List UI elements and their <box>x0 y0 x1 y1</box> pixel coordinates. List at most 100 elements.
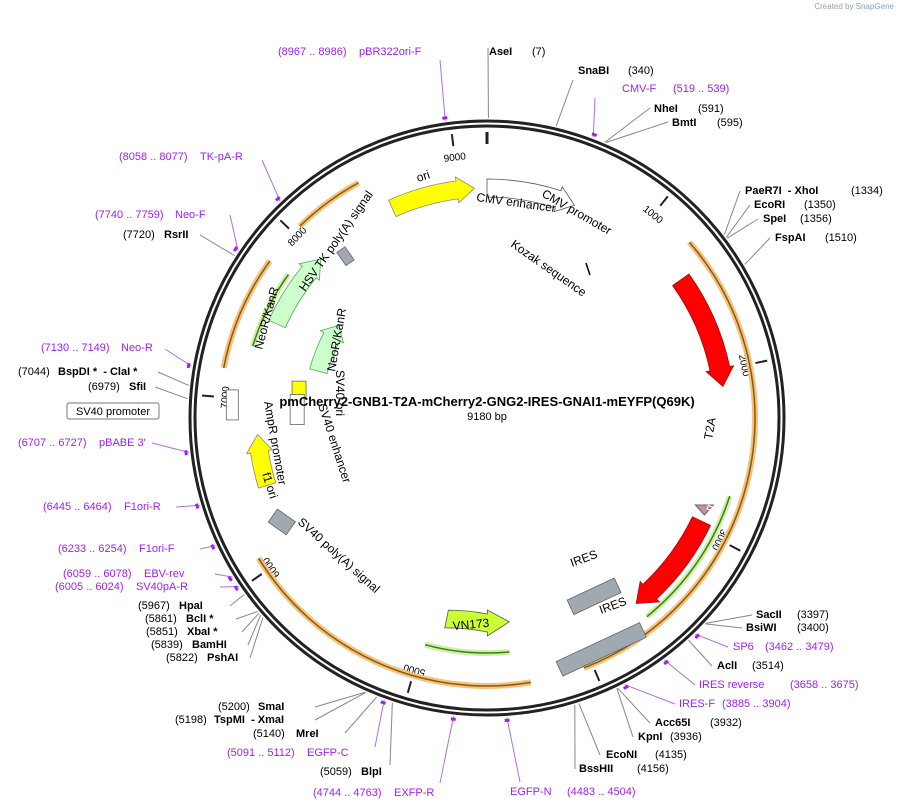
feature-neor-a <box>268 258 322 329</box>
site-leader <box>604 107 651 143</box>
site-egfp-n: EGFP-N <box>510 786 552 798</box>
site-pbabe-pos: (6707 .. 6727) <box>18 437 87 449</box>
feature-label-t2a: T2A <box>701 416 719 440</box>
feature-sv40-polya <box>267 508 296 536</box>
credit-brand: SnapGene <box>855 2 894 11</box>
site-neo-r-pos: (7130 .. 7149) <box>41 342 110 354</box>
site-paer7i-pos: (1334) <box>851 185 883 197</box>
site-blpi: BlpI <box>361 766 382 778</box>
site-ires-f: IRES-F <box>679 698 715 710</box>
site-nhei: NheI <box>654 103 678 115</box>
tick-mark <box>450 134 455 147</box>
tick-mark <box>593 669 601 682</box>
feature-f1-ori-arrow <box>245 433 277 489</box>
site-leader <box>617 687 651 724</box>
site-leader <box>229 593 245 607</box>
primer-mark <box>186 362 191 369</box>
site-acli-pos: (3514) <box>752 660 784 672</box>
site-leader <box>688 639 713 667</box>
primer-mark <box>591 132 598 137</box>
site-leader <box>374 699 385 748</box>
plasmid-size: 9180 bp <box>467 411 507 423</box>
site-leader <box>247 614 262 646</box>
site-sfii-pos: (6979) <box>88 381 120 393</box>
site-acc65i-pos: (3932) <box>710 717 742 729</box>
site-leader <box>624 684 676 705</box>
site-leader <box>744 237 771 265</box>
tick-mark <box>201 394 214 398</box>
feature-label-kozak: Kozak sequence <box>508 237 589 300</box>
site-leader <box>241 612 260 633</box>
site-econi: EcoNI <box>606 749 637 761</box>
site-leader <box>164 348 192 367</box>
feature-label-vn173: VN173 <box>452 616 490 633</box>
feature-t2a <box>694 504 715 516</box>
site-hpai-pos: (5967) <box>138 600 170 612</box>
site-leader <box>261 159 281 202</box>
site-leader <box>664 659 696 686</box>
site-leader <box>578 703 601 756</box>
site-ires-f-pos: (3885 .. 3904) <box>722 698 791 710</box>
site-exfp-r-pos: (4744 .. 4763) <box>313 787 382 799</box>
site-fspai-pos: (1510) <box>825 232 857 244</box>
site-leader <box>151 442 190 453</box>
site-acc65i: Acc65I <box>655 717 690 729</box>
orf-arc <box>299 182 359 227</box>
site-leader <box>439 716 455 784</box>
site-sacii: SacII <box>756 609 782 621</box>
sv40-promoter-box <box>66 402 160 420</box>
feature-mcherry2-b <box>635 516 712 604</box>
site-ecori-pos: (1350) <box>804 199 836 211</box>
site-xbai: XbaI * <box>187 626 218 638</box>
site-bamhi: BamHI <box>192 639 227 651</box>
site-bmti: BmtI <box>672 117 696 129</box>
site-neo-f-pos: (7740 .. 7759) <box>95 209 164 221</box>
site-ires-reverse-pos: (3658 .. 3675) <box>790 679 859 691</box>
site-cmv-f-pos: (519 .. 539) <box>673 83 729 95</box>
site-bspdi-clai: BspDI * - ClaI * <box>58 366 138 378</box>
site-cmv-f: CMV-F <box>622 83 657 95</box>
site-leader <box>344 696 378 734</box>
site-bsiwi: BsiWI <box>746 622 777 634</box>
site-leader <box>439 59 446 121</box>
site-leader <box>555 79 574 127</box>
feature-hsv-tk-polya <box>336 246 355 267</box>
primer-mark <box>623 684 629 690</box>
site-blpi-pos: (5059) <box>320 766 352 778</box>
site-tspmi-xmai: TspMI - XmaI <box>214 714 284 726</box>
site-leader <box>726 218 759 239</box>
primer-mark <box>380 700 387 705</box>
site-claI-pos: (7044) <box>18 366 50 378</box>
site-ecori: EcoRI <box>754 199 785 211</box>
site-hpai: HpaI <box>179 600 203 612</box>
primer-mark <box>233 585 239 592</box>
site-sv40pa-r-pos: (6005 .. 6024) <box>55 581 124 593</box>
orf-arc <box>258 557 531 687</box>
tick-label: 9000 <box>443 151 467 165</box>
orf-arc <box>252 273 290 347</box>
site-paer7i-xhoi: PaeR7I - XhoI <box>745 185 818 197</box>
feature-label-hsv-tk: HSV TK poly(A) signal <box>296 188 376 294</box>
backbone-inner <box>193 124 781 712</box>
tick-mark <box>279 219 290 230</box>
site-leader <box>726 204 751 238</box>
site-sp6-pos: (3462 .. 3479) <box>765 641 834 653</box>
feature-label-ori: ori <box>415 167 432 184</box>
site-ebv-rev-pos: (6059 .. 6078) <box>63 568 132 580</box>
site-kpni: KpnI <box>638 731 662 743</box>
primer-mark <box>442 116 448 120</box>
site-leader <box>592 97 596 138</box>
site-ebv-rev: EBV-rev <box>144 568 185 580</box>
site-sv40pa-r: SV40pA-R <box>136 581 188 593</box>
feature-ori <box>388 176 476 218</box>
site-tk-pa-r-pos: (8058 .. 8077) <box>119 151 188 163</box>
primer-mark <box>232 246 239 252</box>
site-leader <box>199 234 235 257</box>
site-pbr322ori-f-pos: (8967 .. 8986) <box>278 46 347 58</box>
features <box>225 176 735 677</box>
site-asei-pos: (7) <box>532 46 545 58</box>
feature-label-sv40-polya: SV40 poly(A) signal <box>295 515 383 596</box>
site-kpni-pos: (3936) <box>670 731 702 743</box>
site-xmai-pos: (5198) <box>175 714 207 726</box>
